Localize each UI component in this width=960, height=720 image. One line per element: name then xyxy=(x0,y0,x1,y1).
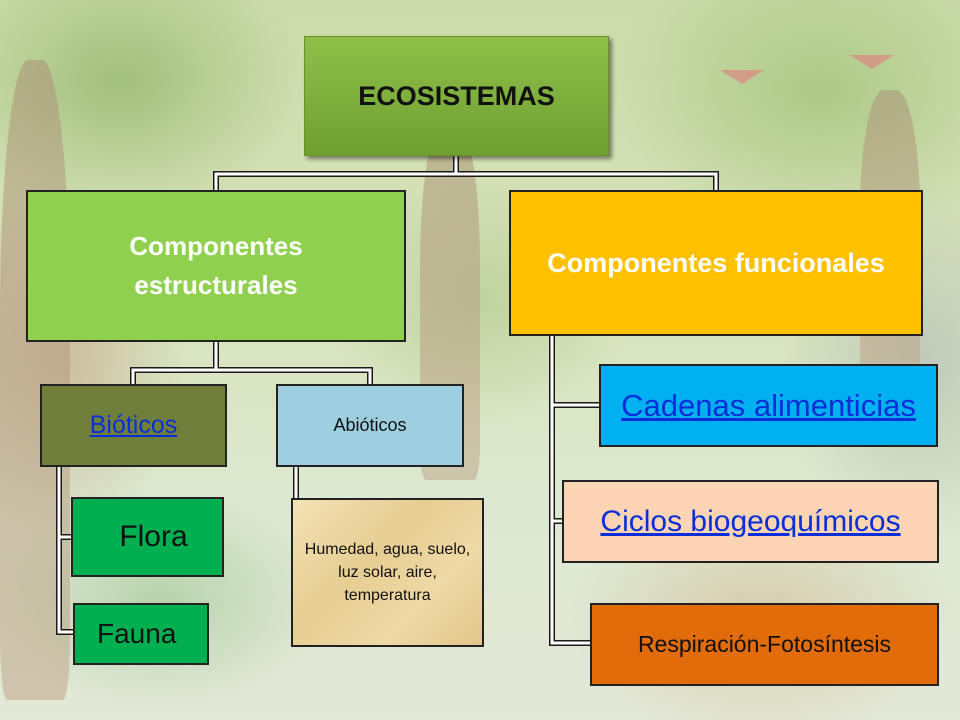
node-flora: Flora xyxy=(71,497,224,577)
cadenas-alimenticias-link[interactable]: Cadenas alimenticias xyxy=(621,387,916,423)
node-componentes-estructurales: Componentes estructurales xyxy=(26,190,406,342)
structural-label: Componentes estructurales xyxy=(129,231,303,300)
node-bioticos: Bióticos xyxy=(40,384,227,467)
abioticos-label: Abióticos xyxy=(333,415,407,435)
node-cadenas-alimenticias: Cadenas alimenticias xyxy=(599,364,938,447)
ciclos-biogeoquimicos-link[interactable]: Ciclos biogeoquímicos xyxy=(600,504,901,538)
node-respiracion-fotosintesis: Respiración-Fotosíntesis xyxy=(590,603,939,686)
node-ciclos-biogeoquimicos: Ciclos biogeoquímicos xyxy=(562,480,939,563)
root-node-ecosistemas: ECOSISTEMAS xyxy=(304,36,609,156)
node-fauna: Fauna xyxy=(73,603,209,665)
node-componentes-funcionales: Componentes funcionales xyxy=(509,190,923,336)
abioticos-list-text: Humedad, agua, suelo, luz solar, aire, t… xyxy=(304,540,471,605)
respiracion-label: Respiración-Fotosíntesis xyxy=(637,631,892,657)
fauna-label: Fauna xyxy=(97,618,177,649)
structural-connectors xyxy=(130,339,373,387)
functional-label: Componentes funcionales xyxy=(547,247,885,278)
node-abioticos: Abióticos xyxy=(276,384,464,467)
bioticos-link[interactable]: Bióticos xyxy=(89,411,178,439)
parrot-icon xyxy=(720,70,764,84)
parrot-icon xyxy=(850,55,894,69)
flora-label: Flora xyxy=(119,520,188,553)
node-abioticos-list: Humedad, agua, suelo, luz solar, aire, t… xyxy=(291,498,484,647)
root-label: ECOSISTEMAS xyxy=(358,80,555,111)
